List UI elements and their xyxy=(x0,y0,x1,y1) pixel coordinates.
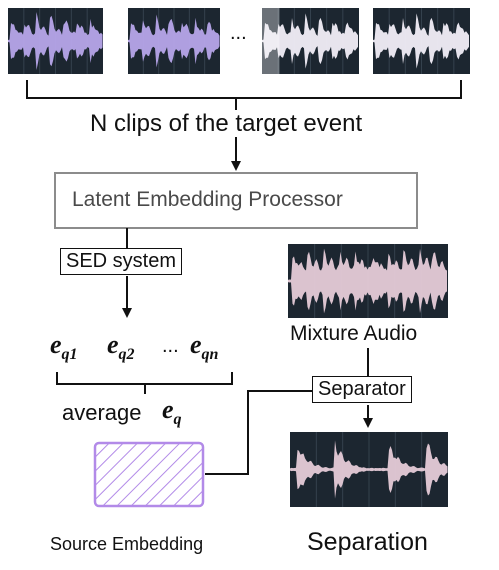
embeddings-bracket xyxy=(56,372,233,385)
mixture-audio-caption: Mixture Audio xyxy=(290,322,418,345)
sed-system-box: SED system xyxy=(60,248,183,275)
mixture-audio-clip xyxy=(288,244,448,318)
embedding-eqn: eqn xyxy=(190,330,219,364)
separation-audio-clip xyxy=(290,432,448,507)
separation-caption: Separation xyxy=(307,528,428,556)
audio-clip-2 xyxy=(128,8,220,74)
separator-box: Separator xyxy=(312,376,412,403)
source-embedding-caption: Source Embedding xyxy=(50,534,204,554)
clips-bracket xyxy=(26,80,462,99)
audio-clip-1 xyxy=(8,8,103,74)
clips-caption: N clips of the target event xyxy=(90,110,363,137)
clips-ellipsis: ... xyxy=(230,22,247,44)
embeddings-ellipsis: ... xyxy=(162,335,179,357)
audio-clip-3 xyxy=(262,8,359,74)
audio-clip-4 xyxy=(373,8,470,74)
processor-box xyxy=(54,172,418,229)
embedding-eq2: eq2 xyxy=(107,330,135,364)
processor-label: Latent Embedding Processor xyxy=(72,188,343,211)
source-embedding-box xyxy=(93,441,205,508)
connector-source-to-separator xyxy=(205,390,312,475)
embedding-eq1: eq1 xyxy=(50,330,78,364)
average-label: average xyxy=(62,400,142,425)
average-embedding-eq: eq xyxy=(162,395,182,429)
